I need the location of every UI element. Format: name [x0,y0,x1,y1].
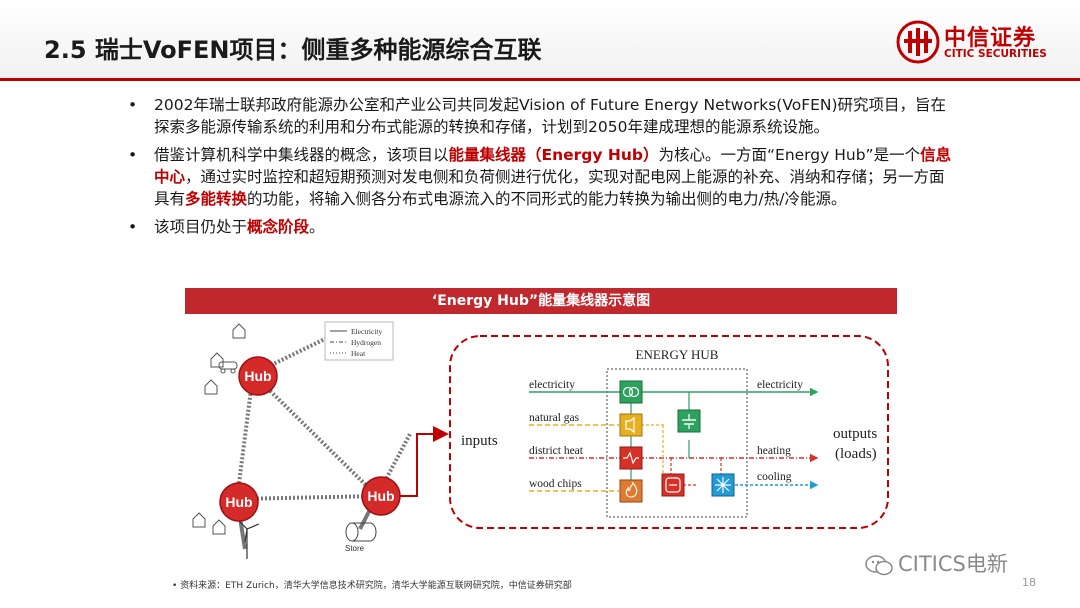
hub-node-right: Hub [361,476,401,516]
bullet-text: ，通过实时监控和超短期预测对发电侧和负荷侧进行优化，实现对配电网上能源的补充、消… [154,168,945,208]
store-tank-icon [345,522,377,542]
bullet-text: 2002年瑞士联邦政府能源办公室和产业公司共同发起Vision of Futur… [154,96,947,136]
chiller-icon [711,473,735,497]
output-electricity-label: electricity [757,379,803,391]
highlight-text: 能量集线器（Energy Hub） [448,146,659,164]
legend-hydrogen: Hydrogen [351,338,381,347]
source-note: • 资料来源：ETH Zurich，清华大学信息技术研究院，清华大学能源互联网研… [172,581,572,591]
output-heating-label: heating [757,445,791,457]
bullet-item: 2002年瑞士联邦政府能源办公室和产业公司共同发起Vision of Futur… [128,94,958,138]
wechat-account: CITICS电新 [898,552,1008,576]
furnace-icon [619,479,643,503]
energy-hub-box [606,368,748,518]
energy-hub-title: ENERGY HUB [636,347,719,362]
hub-label-left: Hub [225,494,252,510]
highlight-text: 多能转换 [185,190,248,208]
house-icons [192,323,246,535]
input-electricity-label: electricity [529,379,575,391]
highlight-text: 概念阶段 [247,218,310,236]
storage-icon [677,409,701,433]
bullet-text: 借鉴计算机科学中集线器的概念，该项目以 [154,146,449,164]
transformer-icon [619,380,643,404]
car-icon [218,361,238,374]
header-bar [0,0,1080,78]
heat-storage-icon [661,473,685,497]
figure-banner: ‘Energy Hub”能量集线器示意图 [185,288,897,314]
citic-logo-icon [896,20,940,64]
header-divider [0,78,1080,81]
energy-hub-zoom-frame [449,335,889,529]
output-cooling-label: cooling [757,471,792,483]
energy-hub-diagram: Store Electricity Hydrogen Heat Hub Hub … [192,321,889,559]
zoom-arrow [400,426,449,497]
hub-label-right: Hub [367,488,394,504]
highlight-text: 信息中心 [154,146,952,186]
legend-electricity: Electricity [351,327,382,336]
input-natural-gas-label: natural gas [529,412,580,424]
bullet-list: 2002年瑞士联邦政府能源办公室和产业公司共同发起Vision of Futur… [128,94,958,244]
store-label: Store [345,544,365,553]
logo-text-en: CITIC SECURITIES [944,48,1047,60]
bullet-text: 为核心。一方面“Energy Hub”是一个 [658,146,921,164]
hub-node-left: Hub [219,482,259,522]
page-title: 2.5 瑞士VoFEN项目：侧重多种能源综合互联 [44,36,542,64]
inputs-label: inputs [461,433,498,449]
bullet-item: 该项目仍处于概念阶段。 [128,216,958,238]
gas-turbine-icon [619,413,643,437]
wechat-icon [865,555,893,576]
bullet-text: 该项目仍处于 [154,218,248,236]
legend-heat: Heat [351,349,366,358]
wechat-watermark: CITICS电新 [864,548,1008,578]
bullet-item: 借鉴计算机科学中集线器的概念，该项目以能量集线器（Energy Hub）为核心。… [128,144,958,210]
bullet-text: 。 [309,218,325,236]
citic-logo: 中信证券 CITIC SECURITIES [896,18,1056,70]
hub-node-top: Hub [238,356,278,396]
network-legend: Electricity Hydrogen Heat [324,321,394,361]
hub-label-top: Hub [244,368,271,384]
page-number: 18 [1022,576,1036,589]
loads-label: (loads) [835,446,877,462]
logo-text-cn: 中信证券 [944,26,1037,51]
heat-exchanger-icon [619,446,643,470]
input-wood-chips-label: wood chips [529,478,582,490]
outputs-label: outputs [833,426,877,442]
input-district-heat-label: district heat [529,445,584,457]
bullet-text: 的功能，将输入侧各分布式电源流入的不同形式的能力转换为输出侧的电力/热/冷能源。 [247,190,847,208]
